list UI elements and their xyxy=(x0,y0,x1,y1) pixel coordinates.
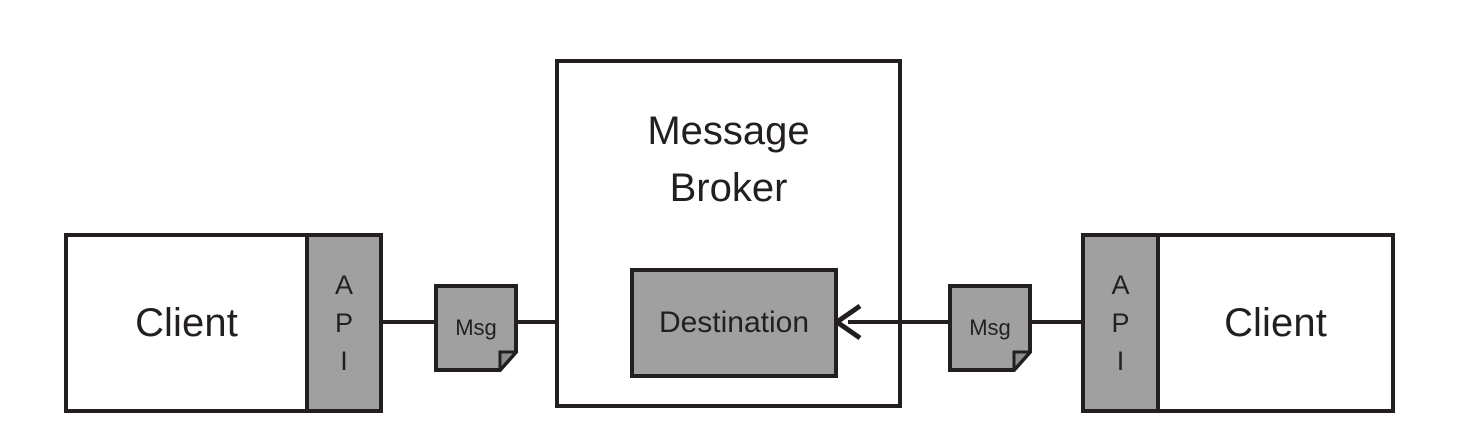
connector-right-msg-to-api xyxy=(1030,320,1083,324)
destination-label: Destination xyxy=(658,306,810,339)
left-client-box[interactable]: Client xyxy=(64,233,309,413)
left-api-letter-i: I xyxy=(340,346,348,377)
right-api-strip[interactable]: A P I xyxy=(1081,233,1160,413)
right-message-shape[interactable]: Msg xyxy=(948,284,1032,372)
right-client-box[interactable]: Client xyxy=(1156,233,1395,413)
left-api-strip[interactable]: A P I xyxy=(305,233,383,413)
left-client-label: Client xyxy=(135,301,238,345)
right-api-letter-a: A xyxy=(1111,269,1130,300)
message-broker-title: Message Broker xyxy=(559,103,898,217)
left-message-shape[interactable]: Msg xyxy=(434,284,518,372)
destination-box[interactable]: Destination xyxy=(630,268,838,378)
right-api-letter-p: P xyxy=(1111,307,1130,338)
message-broker-title-line2: Broker xyxy=(669,165,788,210)
connector-right-msg-to-destination xyxy=(848,320,950,324)
connector-left-api-to-msg xyxy=(383,320,436,324)
arrowhead-left-into-destination xyxy=(834,303,864,341)
left-api-letter-p: P xyxy=(334,307,353,338)
left-api-letter-a: A xyxy=(334,269,353,300)
right-api-letter-i: I xyxy=(1116,346,1125,377)
message-broker-title-line1: Message xyxy=(647,109,810,153)
right-client-label: Client xyxy=(1224,301,1327,345)
